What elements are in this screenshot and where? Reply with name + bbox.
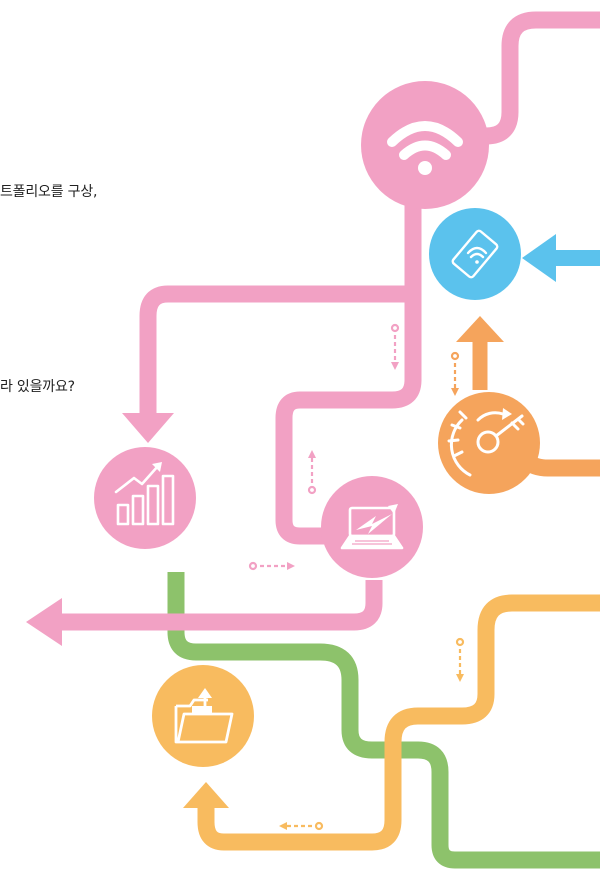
- light-orange-path: [197, 594, 600, 851]
- dotted-indicator-lightorange-left: [279, 821, 324, 831]
- pink-path-main-vertical: [275, 200, 422, 545]
- chart-node: [94, 447, 196, 549]
- caption-text-1: 트폴리오를 구상,: [0, 184, 98, 200]
- folder-node: [152, 665, 254, 767]
- caption-text-2: 라 있을까요?: [0, 379, 75, 395]
- wifi-node: [361, 81, 489, 209]
- wifi-icon: [387, 121, 463, 175]
- mobile-nfc-icon: [451, 229, 499, 279]
- growth-chart-icon: [114, 462, 175, 526]
- pink-arrowhead-left: [26, 598, 62, 646]
- dotted-indicator-pink-up: [307, 450, 317, 495]
- dotted-indicator-pink-down: [390, 323, 400, 370]
- folder-upload-icon: [174, 688, 234, 744]
- green-path: [167, 572, 600, 869]
- pink-path-top: [470, 11, 600, 145]
- dotted-indicator-lightorange-down: [455, 637, 465, 682]
- orange-arrowhead-up: [456, 316, 504, 342]
- light-orange-arrowhead: [183, 782, 229, 808]
- blue-arrowhead: [522, 234, 556, 282]
- pink-arrowhead-down: [122, 413, 174, 443]
- key-node: [438, 392, 540, 494]
- dotted-indicator-orange-down: [450, 351, 460, 396]
- pink-path-branch-left: [139, 285, 413, 415]
- laptop-lightning-icon: [340, 504, 404, 550]
- mobile-node: [429, 208, 521, 300]
- pink-path-bottom: [60, 580, 383, 631]
- key-lock-icon: [447, 408, 525, 477]
- laptop-node: [321, 476, 423, 578]
- dotted-indicator-pink-right: [248, 561, 295, 571]
